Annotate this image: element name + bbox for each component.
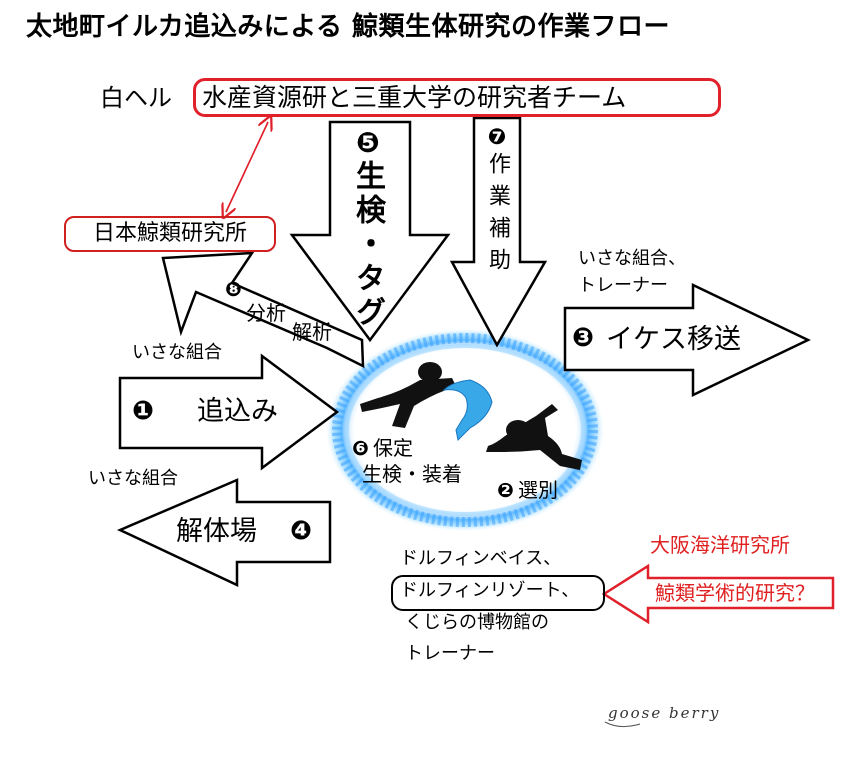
arrow-step7 xyxy=(449,116,548,348)
step1-number: ❶ xyxy=(132,396,155,426)
step8-line2: 解析 xyxy=(292,320,332,344)
white-helmet-label: 白ヘル xyxy=(100,84,172,112)
step8-line1: 分析 xyxy=(246,301,286,325)
diagram-title: 太地町イルカ追込みによる 鯨類生体研究の作業フロー xyxy=(26,12,670,42)
worker-figure-right xyxy=(486,404,582,470)
step3-actor-line1: いさな組合、 xyxy=(578,248,686,269)
step2-number: ❷ xyxy=(497,478,514,502)
step7-label: 作業補助 xyxy=(483,152,511,280)
signature: goose berry xyxy=(608,704,721,722)
arrow-step1 xyxy=(118,353,340,471)
step7-number: ❼ xyxy=(487,125,507,150)
dolphin-resort-box xyxy=(391,575,605,611)
step6-number: ❻ xyxy=(352,436,369,460)
worker-figure-left xyxy=(360,362,456,428)
step5-number: ❺ xyxy=(356,126,380,159)
step4-label: 解体場 xyxy=(176,516,257,547)
dolphin-resort: ドルフィンリゾート、 xyxy=(400,580,580,601)
step3-label: イケス移送 xyxy=(606,324,741,355)
arrow-step5 xyxy=(289,120,451,343)
trainer-bottom: トレーナー xyxy=(405,643,495,664)
step1-actor: いさな組合 xyxy=(132,342,222,363)
whale-museum: くじらの博物館の xyxy=(405,612,549,633)
jikr-box: 日本鯨類研究所 xyxy=(64,216,276,252)
step3-actor-line2: トレーナー xyxy=(578,275,668,296)
step8-number: ❽ xyxy=(225,277,242,301)
arrow-step8 xyxy=(161,251,365,369)
osaka-institute: 大阪海洋研究所 xyxy=(650,533,790,557)
step7-text: 作業補助 xyxy=(485,152,510,280)
step4-number: ❹ xyxy=(290,516,313,546)
arrow-osaka xyxy=(601,563,835,625)
step5-text: 生検・タグ xyxy=(350,160,385,330)
step2-label: 選別 xyxy=(518,478,558,502)
step3-number: ❸ xyxy=(572,323,595,353)
step6-label: 保定 xyxy=(373,436,413,460)
signature-swash xyxy=(604,721,641,728)
arrow-step4 xyxy=(116,478,332,587)
dolphin-base: ドルフィンベイス、 xyxy=(400,548,562,569)
step1-label: 追込み xyxy=(197,396,278,427)
osaka-research: 鯨類学術的研究？ xyxy=(655,581,815,605)
dolphin-figure xyxy=(442,379,493,442)
arrow-step3 xyxy=(563,283,811,397)
research-team-box: 水産資源研と三重大学の研究者チーム xyxy=(193,78,721,117)
link-jikr-team xyxy=(225,122,268,213)
step4-actor: いさな組合 xyxy=(88,468,178,489)
step5-label: 生検・タグ xyxy=(350,160,387,330)
step6-sub: 生検・装着 xyxy=(362,462,462,486)
